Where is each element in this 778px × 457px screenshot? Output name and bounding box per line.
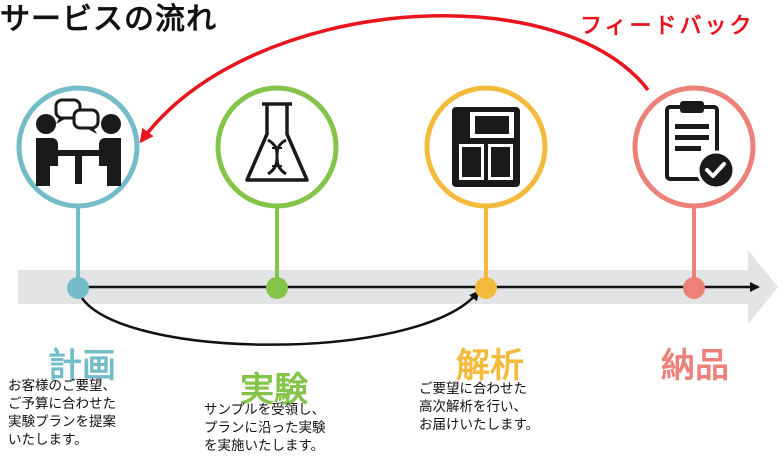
experiment-dot: [266, 277, 288, 299]
analysis-dot: [475, 277, 497, 299]
step-name-experiment: 実験: [240, 370, 308, 410]
plan-to-analysis-arrow: [76, 289, 480, 346]
step-desc-plan: お客様のご要望、 ご予算に合わせた 実験プランを提案 いたします。: [8, 378, 116, 448]
step-desc-experiment: サンプルを受領し、 プランに沿った実験 を実施いたします。: [204, 402, 326, 454]
step-desc-analysis: ご要望に合わせた 高次解析を行い、 お届けいたします。: [419, 381, 540, 433]
step-name-plan: 計画: [48, 346, 116, 386]
page-title: サービスの流れ: [0, 2, 217, 37]
sequencer-icon: [452, 107, 520, 187]
clipboard-check-icon: [665, 101, 736, 190]
step-name-analysis: 解析: [456, 346, 524, 386]
step-name-delivery: 納品: [661, 346, 729, 386]
feedback-arrow: [139, 14, 650, 144]
flask-dna-icon: [245, 102, 309, 182]
meeting-icon: [36, 98, 121, 186]
feedback-label: フィードバック: [580, 13, 755, 39]
plan-dot: [67, 277, 89, 299]
delivery-dot: [683, 277, 705, 299]
